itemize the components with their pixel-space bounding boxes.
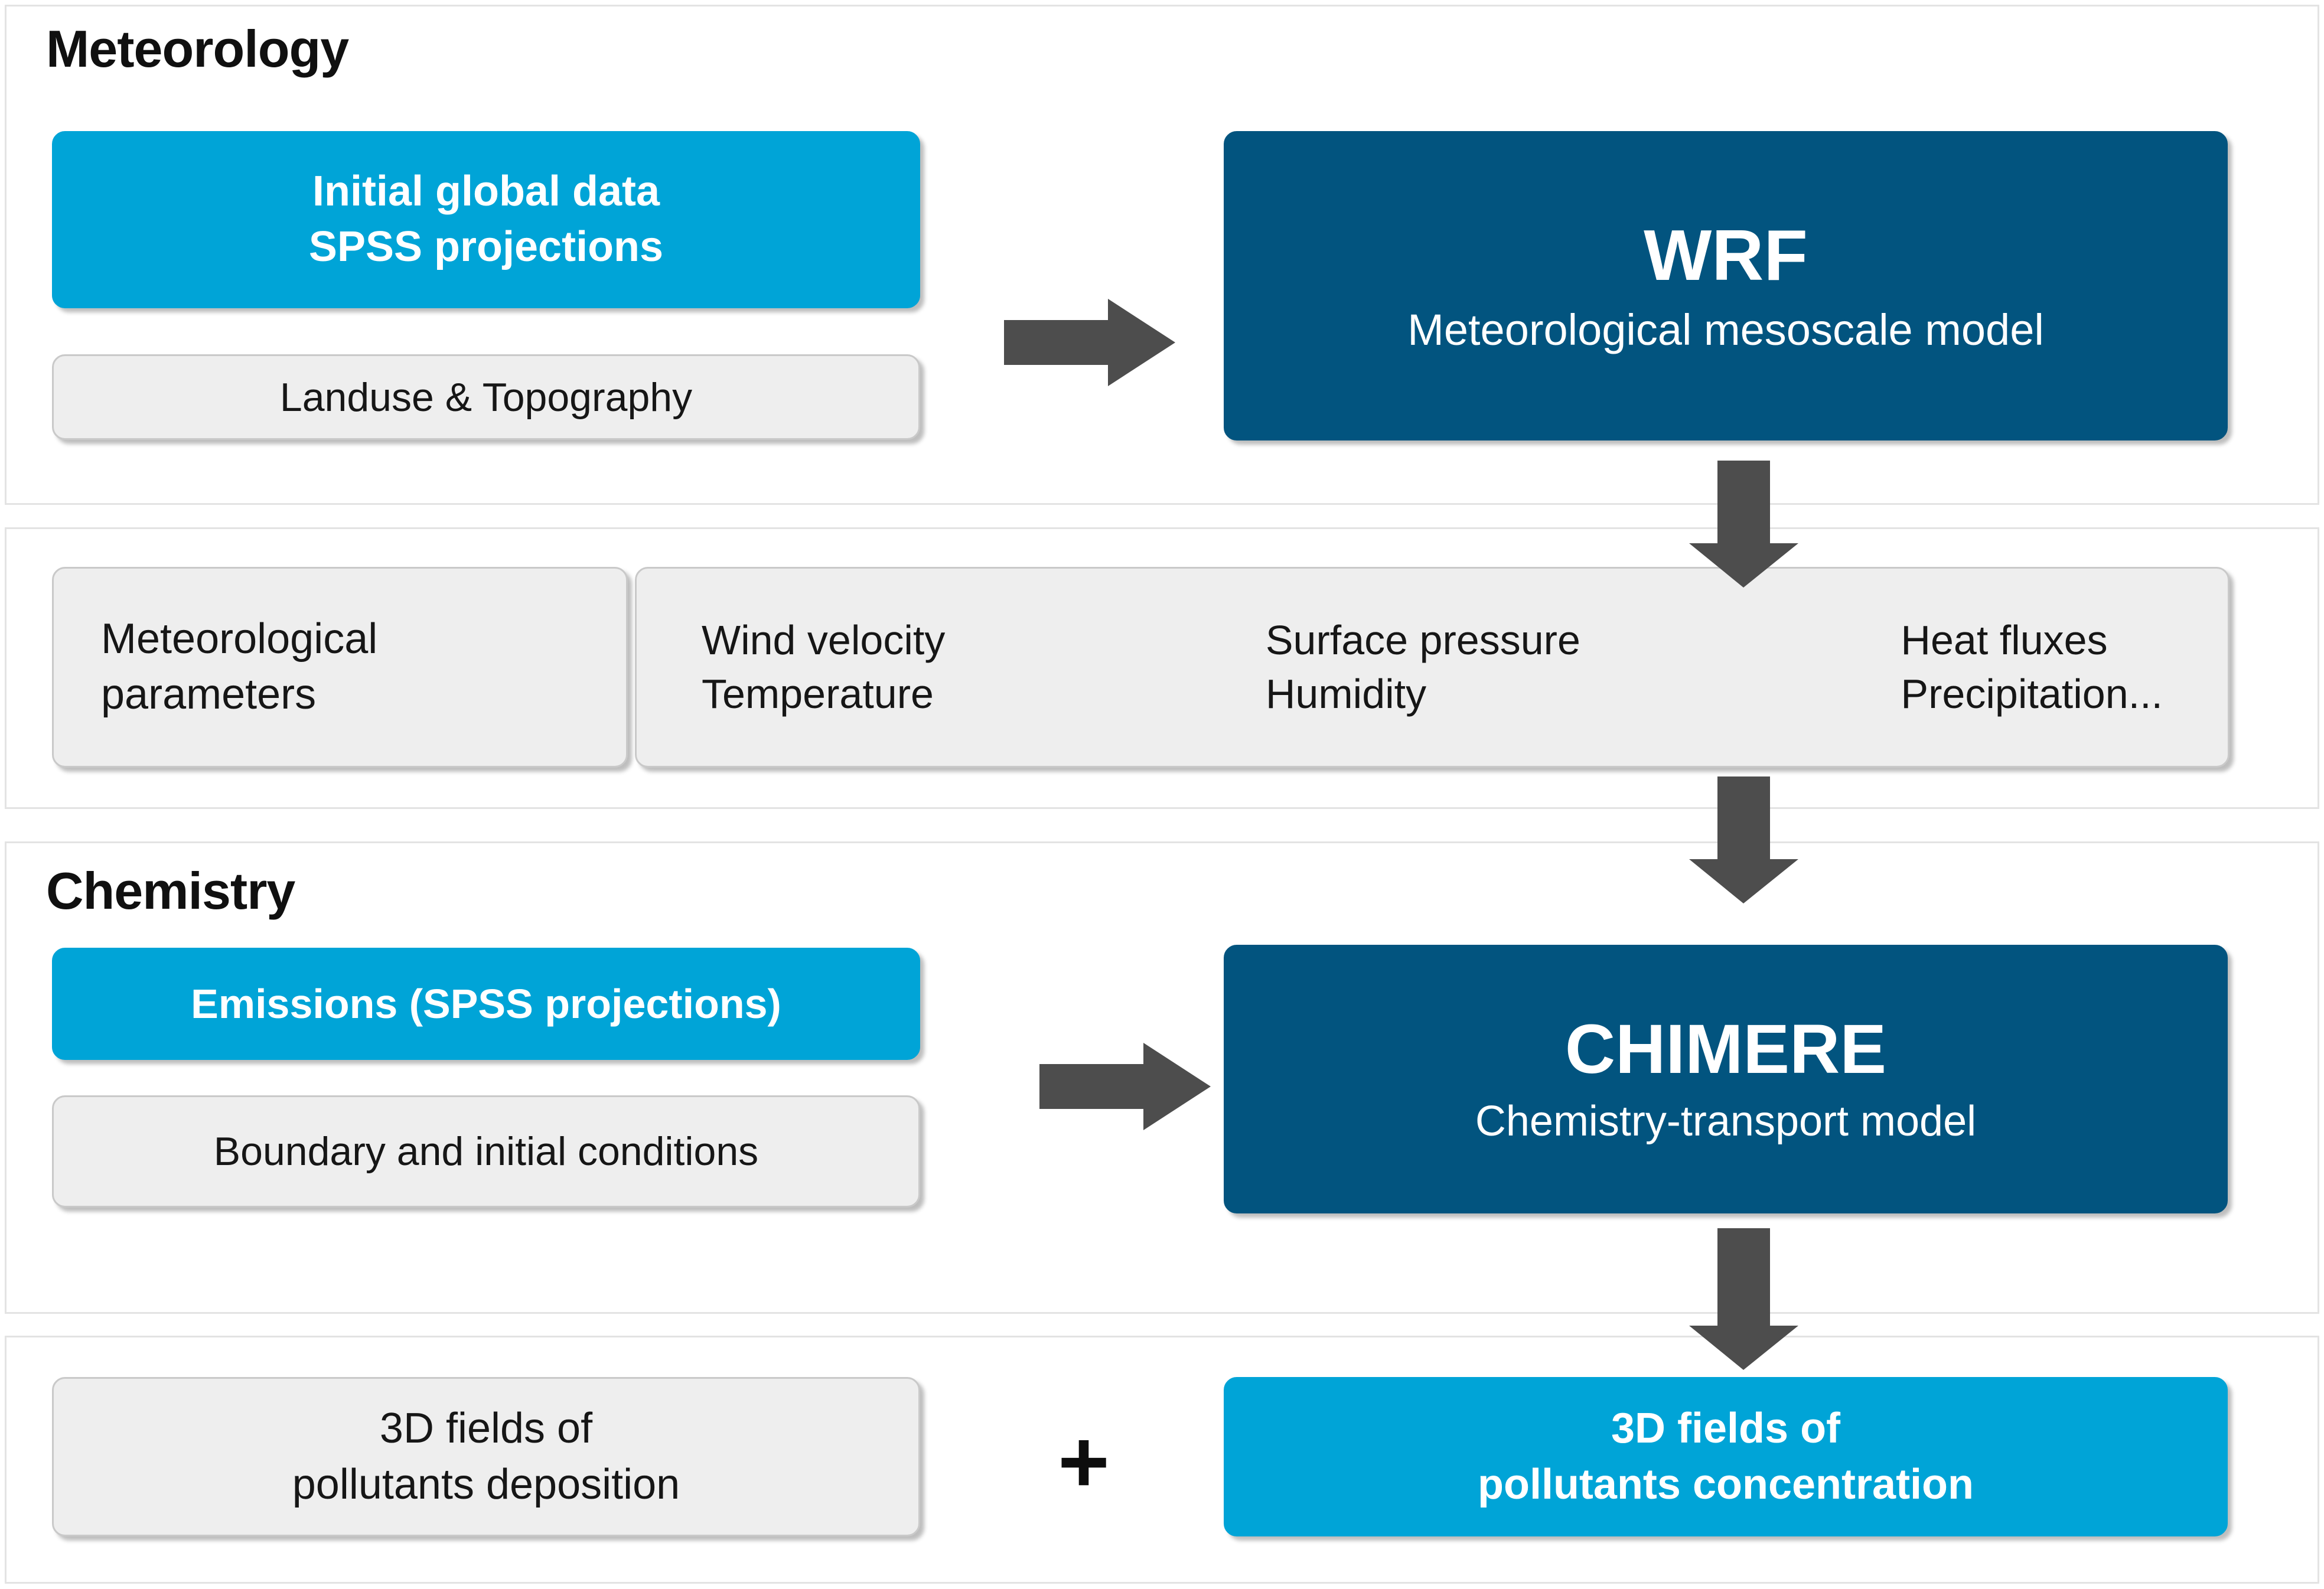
box-pollutants-deposition-line2: pollutants deposition [292, 1461, 680, 1508]
box-pollutants-deposition: 3D fields of pollutants deposition [52, 1377, 920, 1536]
parameter-column-wind: Wind velocity Temperature [702, 614, 945, 721]
box-model-chimere-title: CHIMERE [1564, 1010, 1887, 1088]
box-pollutants-concentration-line1: 3D fields of [1611, 1404, 1841, 1452]
parameter-column-pressure: Surface pressure Humidity [1266, 614, 1580, 721]
parameter-wind-velocity: Wind velocity [702, 617, 946, 663]
box-initial-global-data-line2: SPSS projections [308, 223, 664, 270]
page-title-meteorology: Meteorology [46, 19, 349, 78]
box-emissions: Emissions (SPSS projections) [52, 948, 920, 1060]
box-model-chimere: CHIMERE Chemistry-transport model [1224, 945, 2228, 1213]
box-meteorological-parameters-line1: Meteorological [101, 615, 378, 663]
box-parameter-list: Wind velocity Temperature Surface pressu… [635, 567, 2230, 768]
arrow-down-chimere-to-output [1689, 1228, 1798, 1370]
arrow-right-emissions-to-chimere [1039, 1039, 1211, 1134]
parameter-precipitation: Precipitation... [1901, 671, 2163, 717]
box-landuse-topography: Landuse & Topography [52, 354, 920, 440]
parameter-temperature: Temperature [702, 671, 934, 717]
box-pollutants-deposition-line1: 3D fields of [379, 1404, 593, 1452]
box-boundary-and-initial-conditions-label: Boundary and initial conditions [213, 1129, 759, 1174]
page-title-chemistry: Chemistry [46, 862, 295, 920]
box-landuse-topography-label: Landuse & Topography [279, 374, 693, 420]
box-model-wrf-subtitle: Meteorological mesoscale model [1407, 305, 2044, 355]
box-meteorological-parameters-label: Meteorological parameters [52, 567, 628, 768]
parameter-surface-pressure: Surface pressure [1265, 617, 1580, 663]
arrow-down-wrf-to-parameters [1689, 461, 1798, 588]
parameter-humidity: Humidity [1265, 671, 1427, 717]
box-pollutants-concentration-line2: pollutants concentration [1477, 1461, 1974, 1508]
parameter-heat-fluxes: Heat fluxes [1901, 617, 2108, 663]
box-pollutants-concentration: 3D fields of pollutants concentration [1224, 1377, 2228, 1536]
arrow-right-meteorology-to-wrf [1004, 295, 1175, 390]
box-model-chimere-subtitle: Chemistry-transport model [1475, 1097, 1977, 1145]
box-meteorological-parameters-line2: parameters [101, 671, 317, 718]
box-model-wrf-title: WRF [1644, 215, 1808, 296]
plus-operator-icon: + [1058, 1412, 1110, 1511]
box-boundary-and-initial-conditions: Boundary and initial conditions [52, 1095, 920, 1208]
arrow-down-parameters-to-chimere [1689, 776, 1798, 903]
box-model-wrf: WRF Meteorological mesoscale model [1224, 131, 2228, 441]
box-initial-global-data-line1: Initial global data [312, 168, 660, 216]
box-emissions-label: Emissions (SPSS projections) [191, 981, 781, 1027]
box-initial-global-data: Initial global data SPSS projections [52, 131, 920, 308]
parameter-column-fluxes: Heat fluxes Precipitation... [1901, 614, 2163, 721]
